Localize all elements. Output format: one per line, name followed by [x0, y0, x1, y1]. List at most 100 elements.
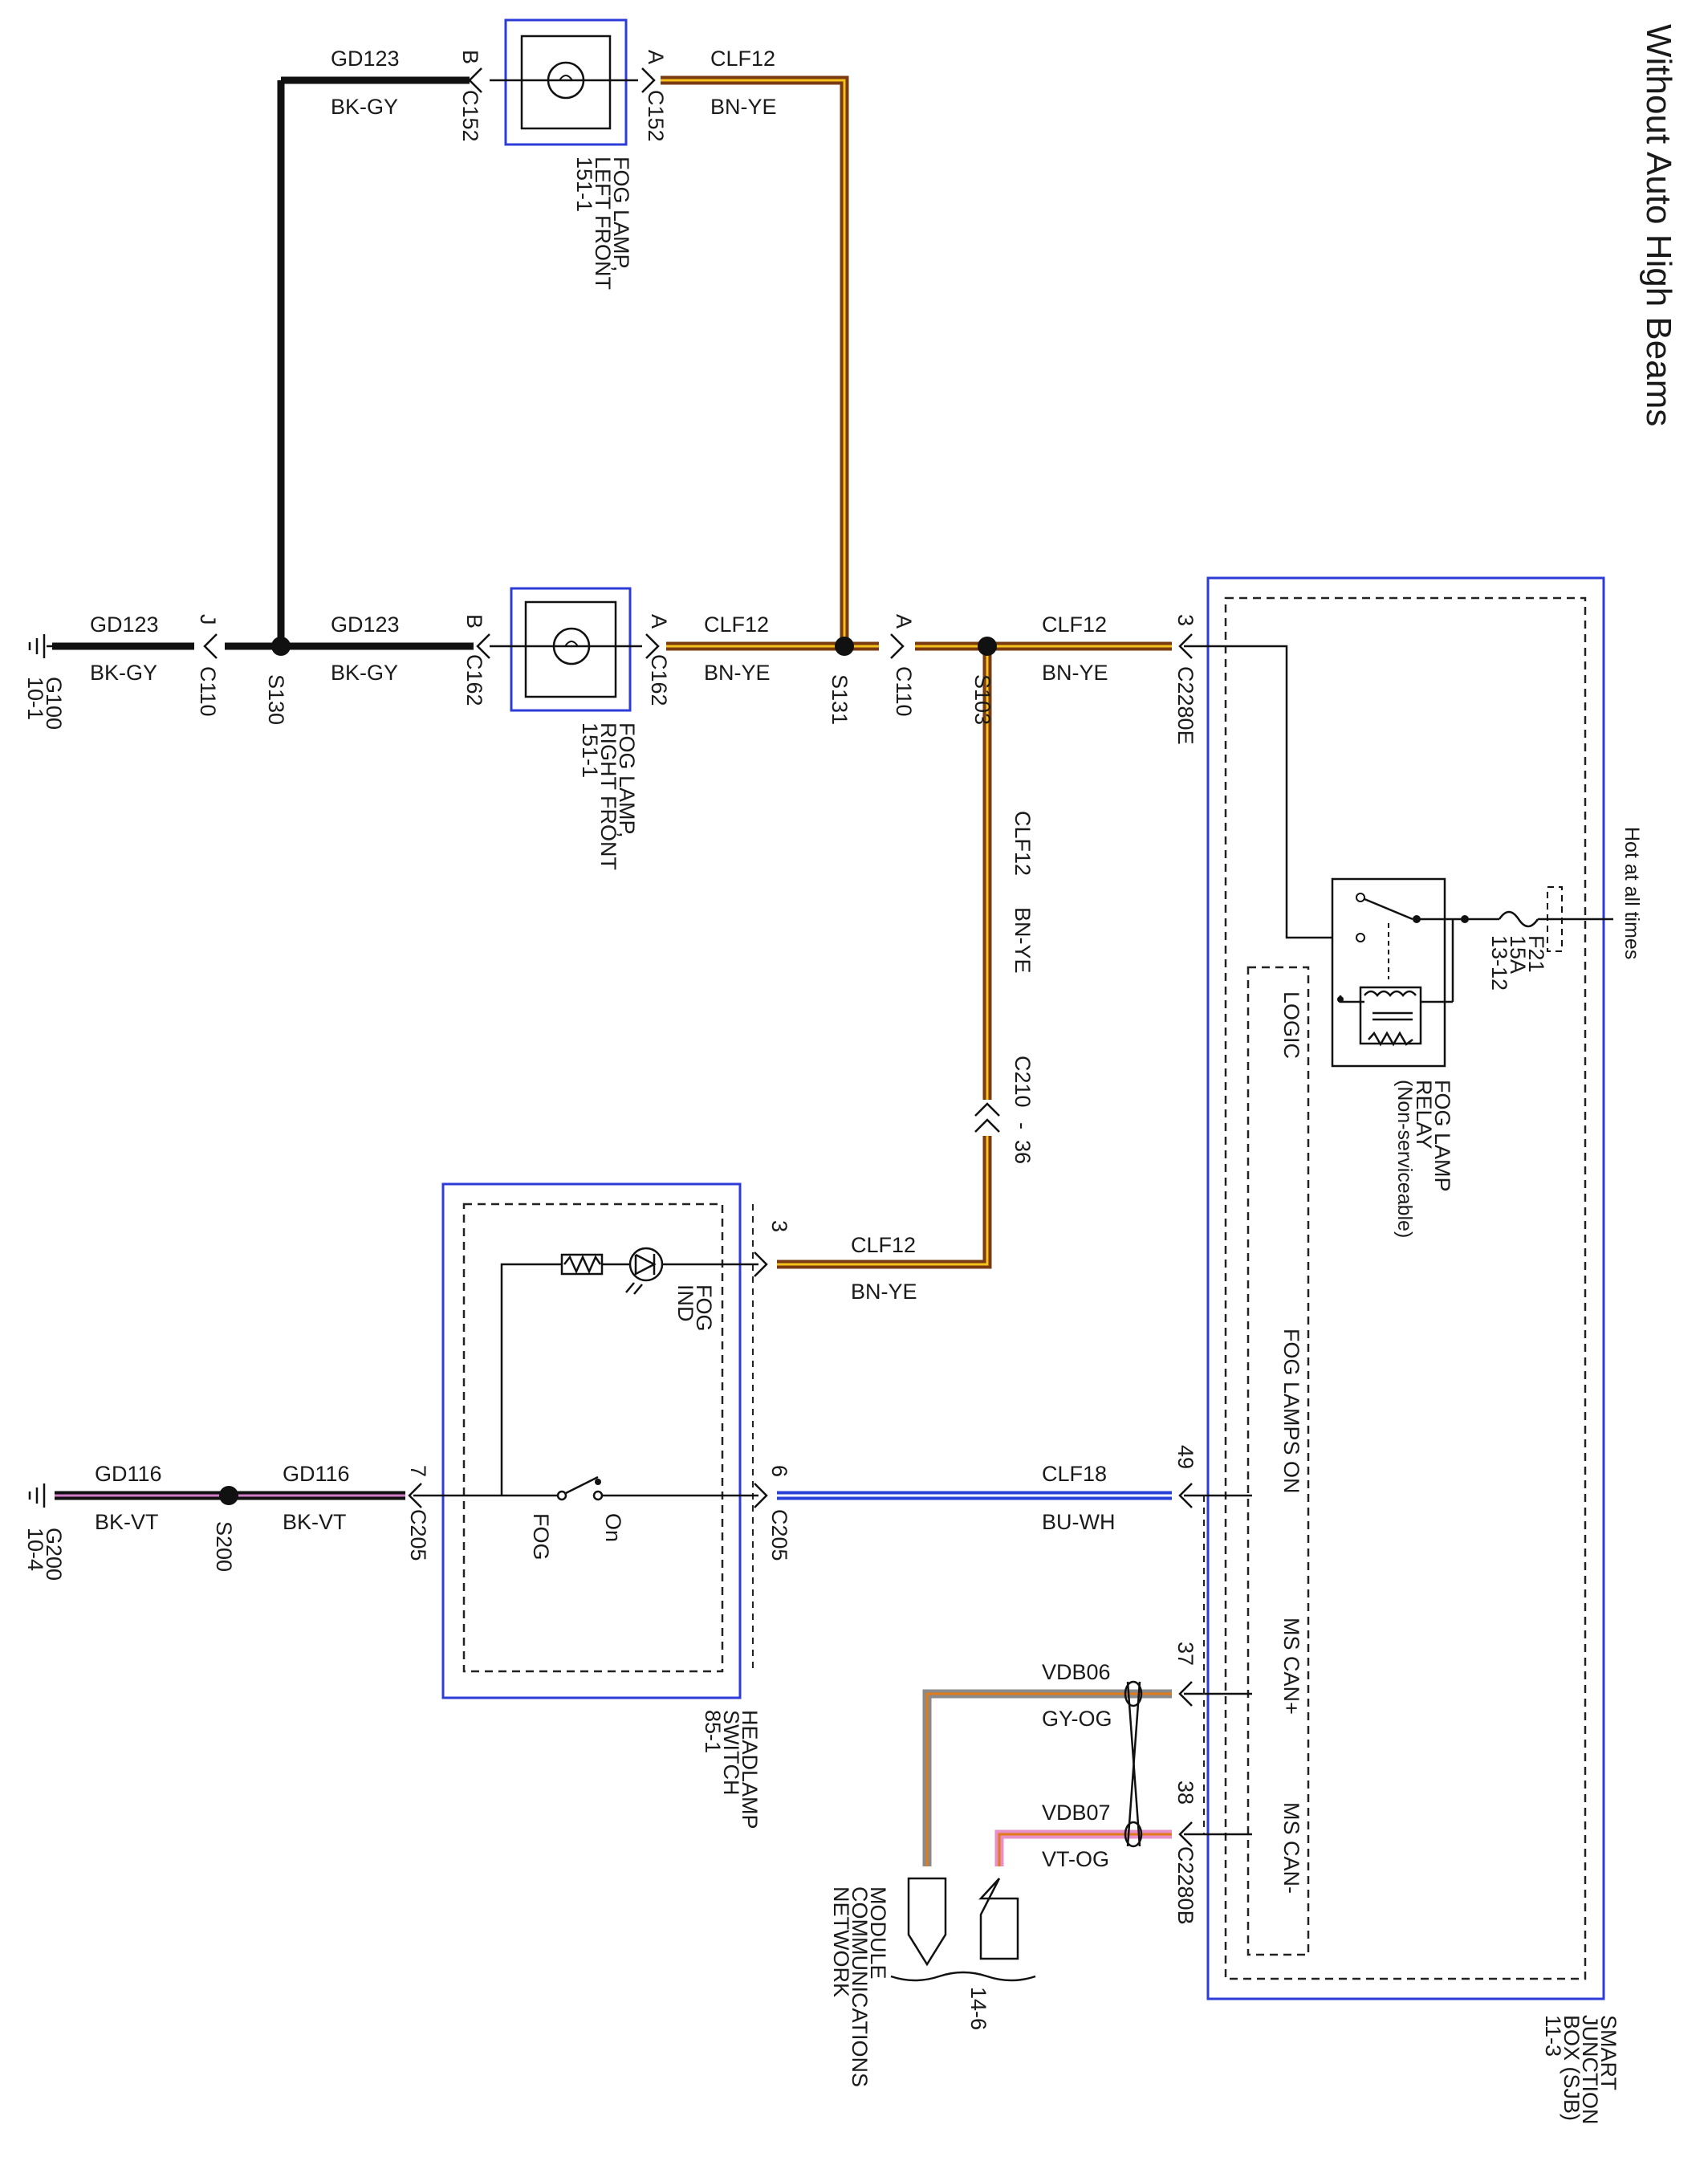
splice-s103: [978, 637, 997, 656]
component-name: FOG LAMP,: [615, 722, 639, 838]
wire-label-clf12-sjb: CLF12: [1042, 612, 1107, 637]
wire-color-bk-vt-g200: BK-VT: [95, 1510, 159, 1534]
component-name: LEFT FRONT: [591, 157, 615, 290]
switch-contact-icon: [565, 1475, 599, 1495]
component-name: JUNCTION: [1578, 2015, 1602, 2125]
connector-label: C162: [647, 654, 671, 706]
wire-label-vdb07: VDB07: [1042, 1801, 1111, 1825]
hot-at-all-times: Hot at all times: [1621, 827, 1643, 959]
component-name: BOX (SJB): [1560, 2015, 1584, 2121]
pin-label: 3: [1173, 614, 1198, 626]
fuse-rating: 15A: [1506, 935, 1530, 974]
wire-color-bk-gy-mid: BK-GY: [331, 661, 398, 685]
connector-label: C162: [462, 654, 486, 706]
wire-color-bk-gy-g100: BK-GY: [90, 661, 157, 685]
wire-color-bk-gy-top: BK-GY: [331, 95, 398, 119]
component-name: FOG LAMP,: [609, 157, 633, 272]
wire-vdb07: [994, 1829, 1172, 1866]
fuse-ref: 13-12: [1487, 935, 1511, 991]
sjb-signal-label: FOG LAMPS ON: [1279, 1329, 1303, 1494]
connector-dash: -: [1011, 1122, 1035, 1129]
headlamp-switch: [413, 1182, 758, 1699]
component-name: MODULE: [866, 1886, 890, 1980]
connector-chevron-icons: [203, 67, 1193, 1847]
wire-color-bk-vt-c205: BK-VT: [283, 1510, 347, 1534]
lamp-bulb-icon: [552, 627, 591, 665]
wire-label-gd123-g100: GD123: [90, 612, 159, 637]
component-name: HEADLAMP: [738, 1710, 762, 1829]
component-name: IND: [673, 1284, 697, 1322]
wire-label-gd116-g200: GD116: [95, 1462, 162, 1486]
wire-color-bn-ye-top: BN-YE: [710, 95, 777, 119]
wire-gd123-top: [277, 76, 470, 646]
twisted-pair-icon: [1124, 1680, 1143, 1848]
component-name: SWITCH: [719, 1710, 743, 1795]
pin-label: B: [462, 614, 486, 629]
component-ref: 151-1: [572, 157, 596, 212]
relay-contact-icon: [1364, 897, 1413, 921]
pin-label: 49: [1173, 1445, 1198, 1469]
component-name: RIGHT FRONT: [596, 722, 620, 870]
wire-label-clf18: CLF18: [1042, 1462, 1107, 1486]
pin-label: 7: [406, 1465, 430, 1477]
connector-label: C2280B: [1173, 1846, 1198, 1925]
wire-vdb06: [922, 1689, 1172, 1866]
component-name: NETWORK: [829, 1886, 853, 1997]
splice-label: S103: [970, 674, 994, 725]
ground-label: G200: [42, 1528, 66, 1581]
relay-label: FOG LAMP: [1430, 1080, 1454, 1192]
sjb-logic-label: LOGIC: [1279, 991, 1303, 1059]
connector-label: C152: [458, 90, 482, 142]
connector-label: C205: [406, 1509, 430, 1561]
pin-label: A: [892, 614, 916, 629]
splice-label: S131: [828, 674, 852, 725]
relay-label: RELAY: [1412, 1080, 1436, 1150]
wire-label-vdb06: VDB06: [1042, 1660, 1111, 1684]
pin-label: A: [644, 50, 668, 64]
component-ref: 151-1: [578, 722, 602, 778]
component-ref: 85-1: [701, 1710, 725, 1753]
component-ref: 14-6: [966, 1987, 990, 2030]
network-connector-icon: [907, 1877, 947, 1967]
wire-label-clf12-top: CLF12: [710, 47, 775, 71]
wire-color-bu-wh: BU-WH: [1042, 1510, 1115, 1534]
connector-label: C2280E: [1173, 666, 1198, 745]
pin-label: J: [196, 614, 220, 625]
wire-label-clf12-mid: CLF12: [704, 612, 769, 637]
wire-clf12: [661, 75, 1172, 1269]
ground-ref: 10-1: [23, 677, 47, 720]
sjb-signal-label: MS CAN+: [1279, 1618, 1303, 1715]
connector-label: C210: [1011, 1056, 1035, 1108]
component-name: SMART: [1596, 2015, 1621, 2090]
diagram-title: Without Auto High Beams: [1639, 24, 1678, 426]
lamp-bulb-icon: [547, 61, 585, 100]
splice-label: S130: [264, 674, 288, 725]
splice-s130: [271, 637, 291, 656]
fuse-icon: [1498, 910, 1539, 928]
wire-label-gd123-top: GD123: [331, 47, 400, 71]
splice-label: S200: [212, 1521, 236, 1572]
network-connector-icon: [978, 1878, 1019, 1960]
ground-label: G100: [42, 677, 66, 730]
switch-label: FOG: [529, 1513, 553, 1561]
connector-pin: 36: [1011, 1140, 1035, 1164]
connector-label: C110: [892, 666, 916, 717]
pin-label: 37: [1173, 1642, 1198, 1666]
wire-color: BN-YE: [1011, 907, 1035, 974]
pin-label: A: [647, 614, 671, 629]
wire-color-vt-og: VT-OG: [1042, 1847, 1109, 1871]
relay-coil-icon: [1359, 986, 1422, 1045]
component-name: FOG: [692, 1284, 716, 1332]
wire-color-gy-og: GY-OG: [1042, 1707, 1112, 1731]
wire-color-bn-ye-sjb: BN-YE: [1042, 661, 1108, 685]
connector-label: C205: [767, 1509, 791, 1561]
fog-lamp-left-front: [490, 18, 638, 146]
pin-label: B: [458, 50, 482, 64]
pin-label: 3: [767, 1220, 791, 1232]
smart-junction-box: [1184, 576, 1613, 2000]
fuse-label: F21: [1524, 935, 1548, 973]
splice-s200: [219, 1486, 238, 1505]
pin-label: 6: [767, 1465, 791, 1477]
connector-label: C110: [196, 666, 220, 717]
